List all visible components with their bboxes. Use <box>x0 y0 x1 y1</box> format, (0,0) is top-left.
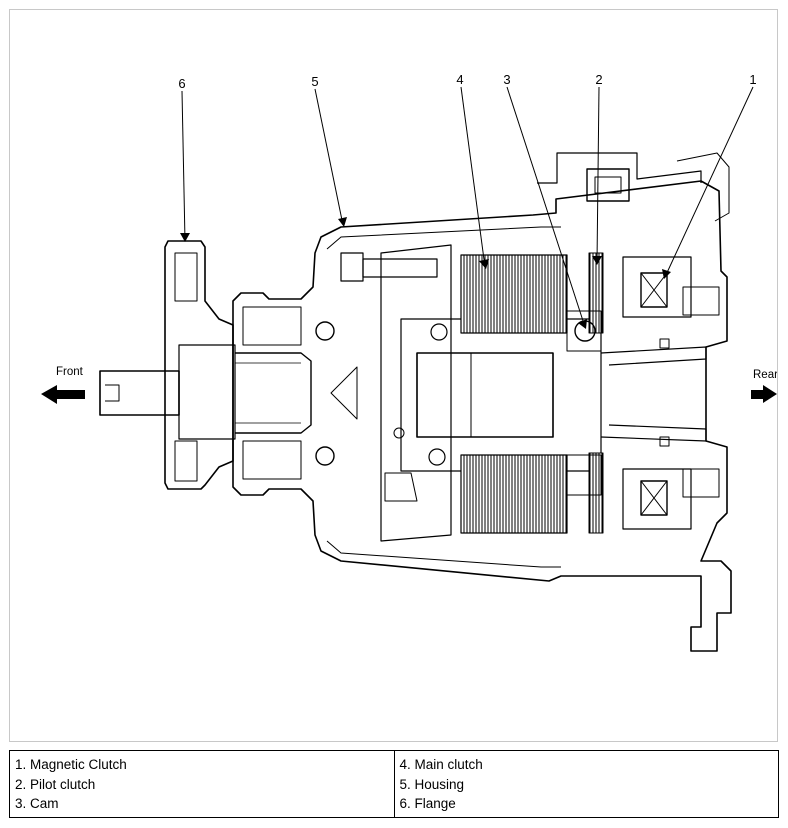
main-clutch-lower <box>460 454 568 534</box>
wiring-connector <box>537 152 702 184</box>
callout-2: 2 <box>595 72 602 87</box>
legend-item-cam: 3. Cam <box>15 796 59 811</box>
legend-item-magnetic-clutch: 1. Magnetic Clutch <box>15 757 127 772</box>
front-label: Front <box>56 366 84 378</box>
pilot-clutch-lower <box>588 452 604 534</box>
flange-outline <box>164 240 234 490</box>
legend-item-pilot-clutch: 2. Pilot clutch <box>15 776 96 792</box>
legend-item-flange: 6. Flange <box>399 796 456 811</box>
cutaway-diagram: 6 5 4 3 2 1 Front Rear <box>9 9 778 742</box>
center-drum <box>416 352 554 438</box>
housing-outline <box>232 180 732 652</box>
rear-arrow-icon <box>751 385 777 403</box>
legend-table: 1. Magnetic Clutch 2. Pilot clutch 3. Ca… <box>9 750 779 818</box>
magnetic-coil-lower <box>640 480 668 516</box>
callout-5: 5 <box>311 74 318 89</box>
legend-column-left: 1. Magnetic Clutch 2. Pilot clutch 3. Ca… <box>10 751 394 817</box>
main-clutch-upper <box>460 254 568 334</box>
legend-item-housing: 5. Housing <box>399 776 465 792</box>
legend-column-right: 4. Main clutch 5. Housing 6. Flange <box>393 751 779 817</box>
housing-bolt <box>340 252 364 282</box>
front-arrow-icon <box>41 385 85 404</box>
callout-3: 3 <box>503 72 510 87</box>
callout-4: 4 <box>456 72 463 87</box>
input-shaft <box>99 370 180 416</box>
rear-label: Rear <box>753 369 777 381</box>
magnetic-coil-upper <box>640 272 668 308</box>
coupling-cross-section: 6 5 4 3 2 1 Front Rear <box>41 72 777 652</box>
callout-1: 1 <box>749 72 756 87</box>
callout-6: 6 <box>178 76 185 91</box>
pilot-clutch-upper <box>588 252 604 334</box>
legend-item-main-clutch: 4. Main clutch <box>399 757 483 772</box>
